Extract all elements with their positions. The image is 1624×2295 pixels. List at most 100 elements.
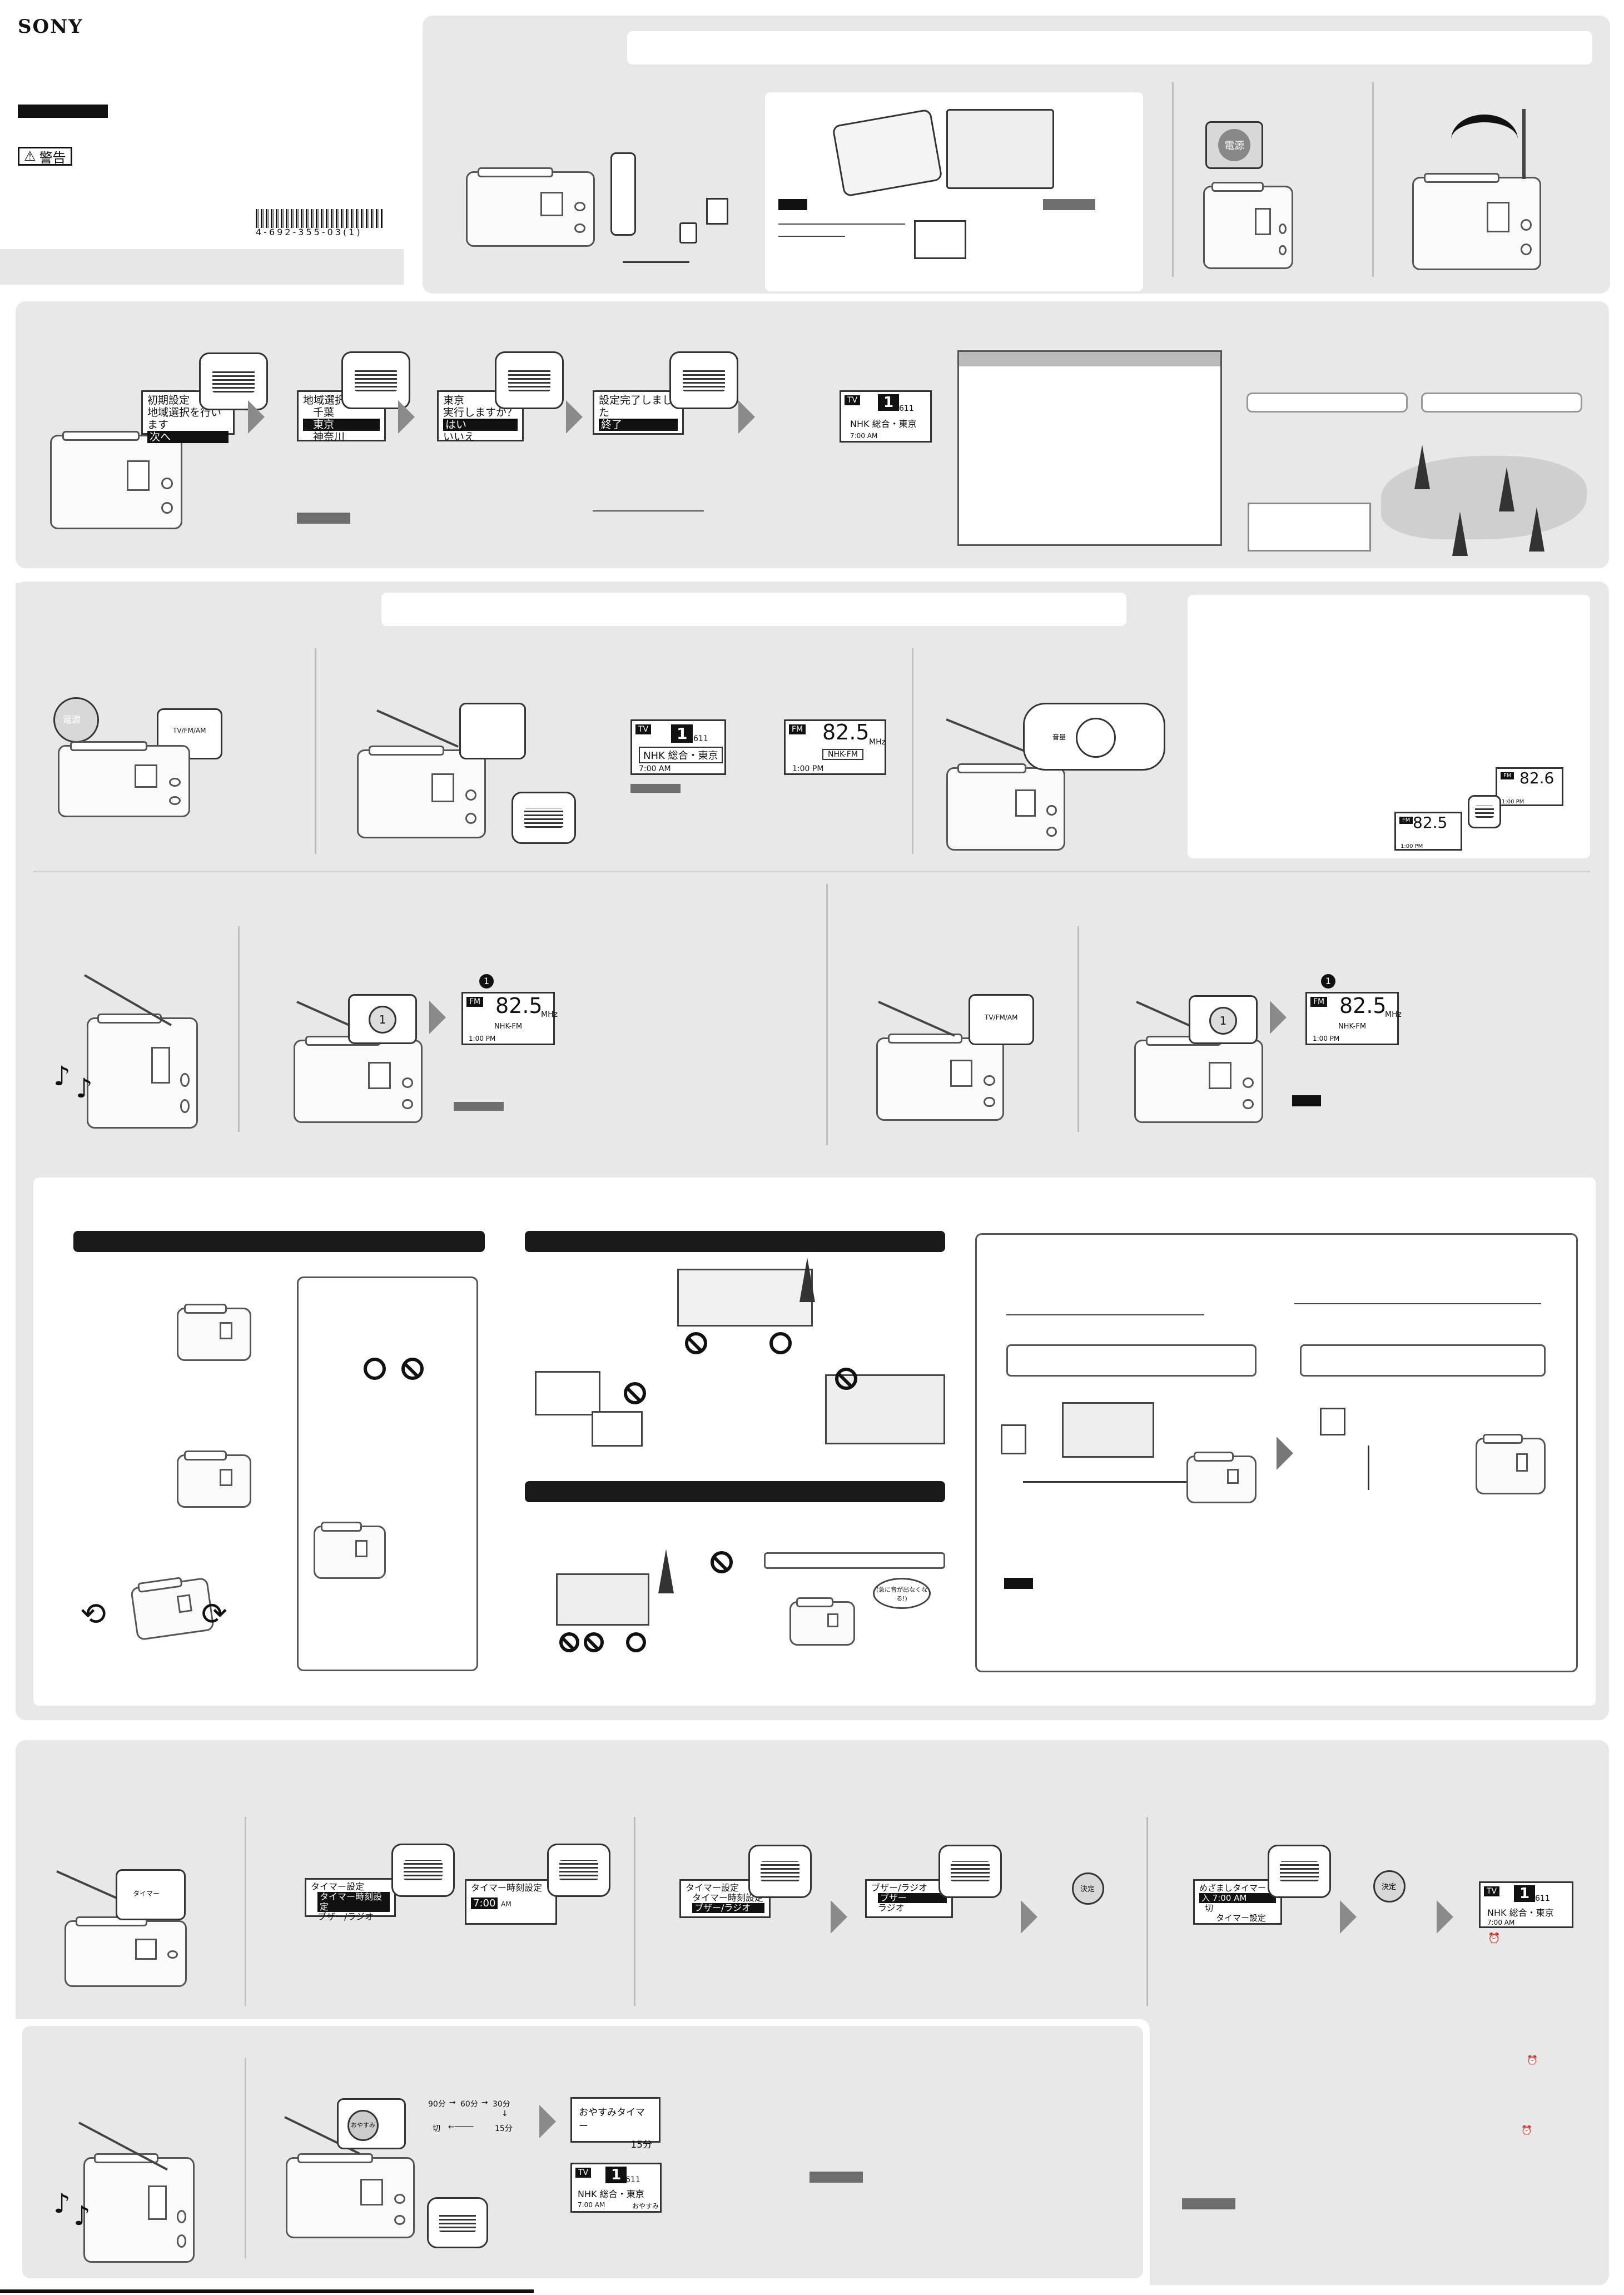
preset-number-badge: 1 <box>1321 974 1335 988</box>
radio-illustration-sleep-btn <box>286 2153 415 2238</box>
music-note-icon: ♪ <box>73 2200 91 2232</box>
alarm-clock-icon: ⏰ <box>1527 2055 1538 2065</box>
jog-dial[interactable] <box>511 792 576 844</box>
volume-knob-detail[interactable]: 音量 <box>1023 703 1165 771</box>
band-tag: FM <box>1501 772 1514 779</box>
broadcast-tower <box>799 1258 815 1302</box>
conn-note-black <box>1004 1578 1033 1589</box>
jog-dial[interactable] <box>427 2197 488 2248</box>
band-button-label: TV/FM/AM <box>173 727 206 734</box>
band-tag: FM <box>1310 997 1328 1007</box>
jog-dial[interactable] <box>748 1845 812 1898</box>
clock-time: 1:00 PM <box>792 764 824 773</box>
sleep-button-detail[interactable]: おやすみ <box>337 2098 406 2149</box>
note-gray-bar <box>809 2172 863 2183</box>
conn-label-box-left <box>1006 1344 1257 1377</box>
preset-button-detail[interactable]: 1 <box>348 994 417 1044</box>
interference-building <box>556 1573 649 1626</box>
alarm-on[interactable]: 入 7:00 AM <box>1199 1893 1276 1903</box>
jog-dial[interactable] <box>341 351 410 409</box>
frequency: 82.5 <box>1413 813 1448 832</box>
save-button[interactable]: 決定 <box>1373 1870 1406 1902</box>
radio-illustration-timer <box>64 1916 187 1987</box>
menu-yes[interactable]: はい <box>443 419 518 431</box>
band-tag: TV <box>635 724 652 734</box>
menu-no[interactable]: いいえ <box>443 431 475 443</box>
jog-dial[interactable] <box>391 1844 455 1897</box>
jog-dial[interactable] <box>938 1845 1002 1898</box>
model-bar <box>18 105 108 118</box>
menu-next[interactable]: 次へ <box>147 431 229 443</box>
divider <box>245 2058 246 2258</box>
alarm-off[interactable]: 切 <box>1205 1903 1214 1913</box>
section3-title-box <box>381 593 1126 626</box>
save-button-label: 決定 <box>1382 1883 1397 1891</box>
sound-cut-bubble: (急に音が出なくなる!) <box>873 1578 931 1609</box>
battery-rule-2 <box>778 236 845 237</box>
broadcast-tower <box>1499 467 1514 511</box>
menu-title: 地域選択 <box>303 394 346 406</box>
band-button[interactable]: TV/FM/AM <box>969 994 1034 1045</box>
radio-illustration-antenna <box>357 746 486 838</box>
timer-button[interactable]: タイマー <box>116 1869 186 1920</box>
tips-bar-interference <box>525 1481 945 1502</box>
jog-dial[interactable] <box>1268 1845 1331 1898</box>
jog-dial[interactable] <box>495 351 564 409</box>
menu-title: 東京 <box>443 394 465 406</box>
step-arrow <box>248 400 265 434</box>
barcode <box>256 209 384 228</box>
jog-dial[interactable] <box>669 351 738 409</box>
menu-option-selected[interactable]: 東京 <box>303 419 380 431</box>
divider <box>634 1817 635 2006</box>
alarm-setting[interactable]: タイマー設定 <box>1216 1913 1267 1923</box>
clock-time: 7:00 AM <box>639 764 671 773</box>
wall-socket-2 <box>1320 1408 1345 1435</box>
preset-button-detail[interactable]: 1 <box>1189 995 1258 1044</box>
menu-option[interactable]: 千葉 <box>313 406 335 419</box>
note-black-bar <box>1292 1095 1321 1106</box>
divider-h <box>33 871 1590 872</box>
channel-number: 1 <box>878 394 900 411</box>
jog-dial[interactable] <box>1468 795 1501 828</box>
volume-label: 音量 <box>1052 733 1066 741</box>
channel-number: 1 <box>671 724 693 743</box>
timer-sleep-gap <box>1148 2015 1609 2017</box>
menu-title: タイマー時刻設定 <box>471 1882 543 1893</box>
menu-option[interactable]: 神奈川 <box>313 431 345 443</box>
station-name: NHK-FM <box>822 749 863 760</box>
frequency: 82.5 <box>822 720 870 744</box>
menu-item[interactable]: タイマー時刻設定 <box>692 1892 764 1903</box>
menu-end[interactable]: 終了 <box>599 419 678 431</box>
sub-channel: 611 <box>625 2175 640 2184</box>
power-button[interactable]: 電源 <box>1205 121 1263 169</box>
conn-rule-right <box>1294 1303 1541 1304</box>
divider <box>912 648 913 854</box>
menu-item[interactable]: ブザー/ラジオ <box>317 1911 374 1922</box>
menu-line: 地域選択を行います <box>147 406 222 431</box>
menu-item-selected[interactable]: タイマー時刻設定 <box>317 1892 390 1912</box>
ac-adapter <box>679 222 697 244</box>
save-button[interactable]: 決定 <box>1072 1872 1104 1905</box>
time-value[interactable]: 7:00 <box>471 1897 498 1909</box>
freq-unit: MHz <box>1385 1010 1402 1019</box>
cycle-arrow-icon: ↓ <box>501 2109 508 2118</box>
battery-note-black <box>778 199 807 210</box>
jog-dial[interactable] <box>547 1844 610 1897</box>
menu-option[interactable]: ラジオ <box>878 1902 905 1913</box>
menu-item-selected[interactable]: ブザー/ラジオ <box>692 1903 764 1913</box>
menu-setup-done: 設定完了しました 終了 <box>593 390 684 435</box>
power-button[interactable]: 電源 <box>53 697 99 743</box>
radio-connected-2 <box>1476 1434 1546 1494</box>
step-arrow <box>539 2105 556 2138</box>
alarm-clock-icon: ⏰ <box>1488 1933 1501 1944</box>
sub-channel: 611 <box>1535 1894 1550 1903</box>
channel-number: 1 <box>1514 1885 1536 1902</box>
menu-option-selected[interactable]: ブザー <box>878 1893 947 1903</box>
save-button-label: 決定 <box>1080 1885 1095 1894</box>
volume-dial-icon <box>1076 718 1116 758</box>
step-arrow <box>738 400 755 434</box>
cable-line-2 <box>1368 1445 1369 1490</box>
sleep-value: 15分 <box>630 2139 652 2150</box>
divider <box>1077 926 1079 1132</box>
note-rule <box>593 510 704 511</box>
